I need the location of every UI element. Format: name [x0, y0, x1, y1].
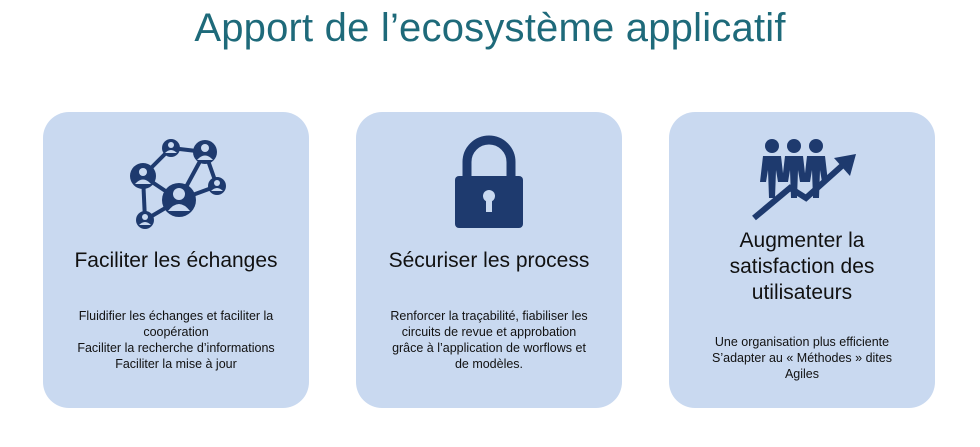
card-heading: Sécuriser les process: [388, 249, 590, 272]
page-title: Apport de l’ecosystème applicatif: [194, 6, 786, 50]
card-faciliter-echanges: Faciliter les échanges Fluidifier les éc…: [43, 112, 309, 408]
padlock-icon: [356, 134, 622, 230]
card-heading: Faciliter les échanges: [74, 249, 278, 272]
card-augmenter-satisfaction: Augmenter la satisfaction des utilisateu…: [669, 112, 935, 408]
card-securiser-process: Sécuriser les process Renforcer la traça…: [356, 112, 622, 408]
card-description: Une organisation plus efficiente S’adapt…: [712, 335, 892, 381]
people-growth-arrow-icon: [669, 136, 935, 222]
network-people-icon: [43, 134, 309, 234]
card-heading: Augmenter la satisfaction des utilisateu…: [729, 229, 875, 304]
card-description: Fluidifier les échanges et faciliter la …: [77, 309, 275, 371]
card-description: Renforcer la traçabilité, fiabiliser les…: [390, 309, 588, 371]
